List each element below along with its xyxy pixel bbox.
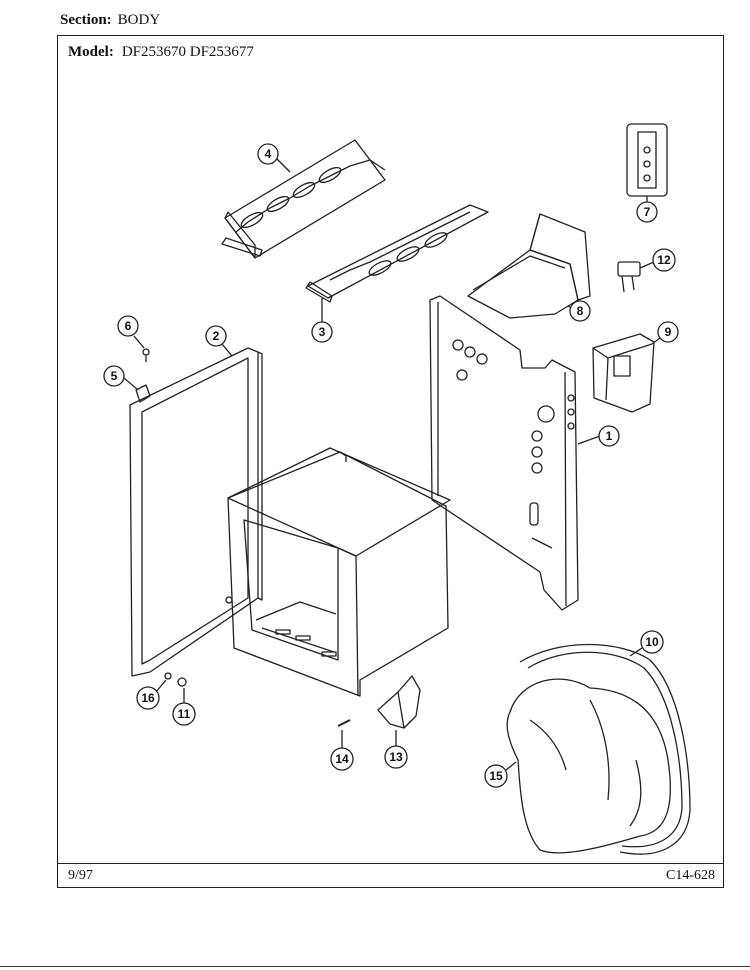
section-value: BODY [117, 12, 161, 28]
part-16-screw [164, 672, 172, 680]
part-2-door-frame [129, 347, 263, 677]
model-header: Model: DF253670 DF253677 [68, 44, 254, 61]
callout-7: 7 [636, 196, 658, 223]
callout-12: 12 [639, 248, 676, 272]
callout-16-label: 16 [141, 691, 155, 705]
footer-code: C14-628 [666, 868, 715, 883]
part-3-lower-rail [305, 204, 489, 303]
page-bottom-rule [0, 966, 750, 967]
callout-15: 15 [484, 761, 517, 788]
callout-8-label: 8 [577, 304, 584, 318]
part-1-side-panel [429, 295, 579, 611]
callout-4-label: 4 [265, 147, 272, 161]
callout-12-label: 12 [657, 253, 671, 267]
part-4-upper-rail [221, 139, 386, 259]
callout-13-label: 13 [389, 750, 403, 764]
footer-divider [58, 863, 723, 864]
callout-10: 10 [629, 630, 664, 657]
callout-10-label: 10 [645, 635, 659, 649]
callout-11-label: 11 [178, 707, 191, 721]
part-10-gasket-ring [519, 643, 691, 855]
callout-14-label: 14 [335, 752, 349, 766]
callout-15-label: 15 [489, 769, 503, 783]
callout-9-label: 9 [665, 325, 672, 339]
callout-group: 1 2 3 4 5 6 7 [103, 143, 679, 788]
part-11-screw [177, 677, 187, 687]
callout-11: 11 [172, 688, 196, 726]
part-7-terminal-block [626, 123, 668, 197]
callout-2: 2 [205, 325, 233, 357]
callout-5-label: 5 [111, 369, 118, 383]
part-8-vent-duct [467, 213, 591, 319]
callout-5: 5 [103, 365, 139, 391]
callout-4: 4 [257, 143, 291, 173]
callout-1: 1 [577, 425, 620, 447]
callout-3: 3 [311, 298, 333, 343]
callout-13: 13 [384, 730, 408, 769]
model-label: Model: [68, 44, 114, 60]
callout-8: 8 [567, 300, 591, 322]
part-13-hinge [377, 675, 421, 729]
diagram-frame: Model: DF253670 DF253677 9/97 C14-628 [57, 35, 724, 888]
callout-1-label: 1 [606, 429, 613, 443]
part-15-insulation [506, 678, 672, 854]
footer-date: 9/97 [68, 868, 93, 883]
part-5-clip [135, 384, 151, 403]
model-value: DF253670 DF253677 [121, 44, 254, 60]
part-6-screw [142, 348, 150, 362]
callout-6-label: 6 [125, 319, 132, 333]
callout-7-label: 7 [644, 205, 651, 219]
section-header: Section: BODY [60, 12, 160, 29]
callout-16: 16 [136, 679, 167, 710]
callout-14: 14 [330, 730, 354, 771]
callout-3-label: 3 [319, 325, 326, 339]
callout-2-label: 2 [213, 329, 220, 343]
callout-6: 6 [117, 315, 145, 349]
section-label: Section: [60, 12, 112, 28]
oven-cavity [225, 447, 451, 697]
part-9-bracket-box [592, 333, 655, 413]
callout-9: 9 [651, 321, 679, 345]
part-14-screw [337, 719, 351, 727]
part-12-switch [617, 261, 641, 293]
